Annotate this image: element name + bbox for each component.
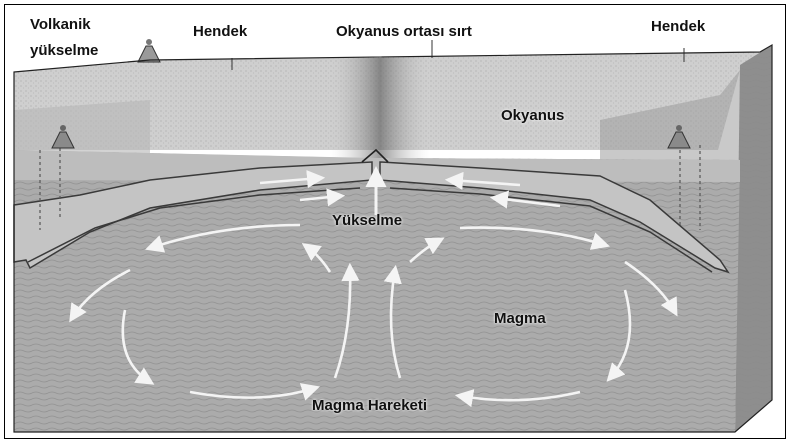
volcano-icon xyxy=(138,39,160,62)
label-volcanic-line2: yükselme xyxy=(30,42,98,60)
label-upwelling: Yükselme xyxy=(332,212,402,230)
label-ocean: Okyanus xyxy=(501,107,564,125)
label-mid-ocean-ridge: Okyanus ortası sırt xyxy=(336,23,472,41)
label-magma-movement: Magma Hareketi xyxy=(312,397,427,415)
mid-ocean-ridge-shade xyxy=(330,58,430,158)
label-volcanic-line1: Volkanik xyxy=(30,16,91,34)
label-trench-left: Hendek xyxy=(193,23,247,41)
block-right-face-texture xyxy=(735,45,772,432)
label-magma: Magma xyxy=(494,310,546,328)
label-trench-right: Hendek xyxy=(651,18,705,36)
